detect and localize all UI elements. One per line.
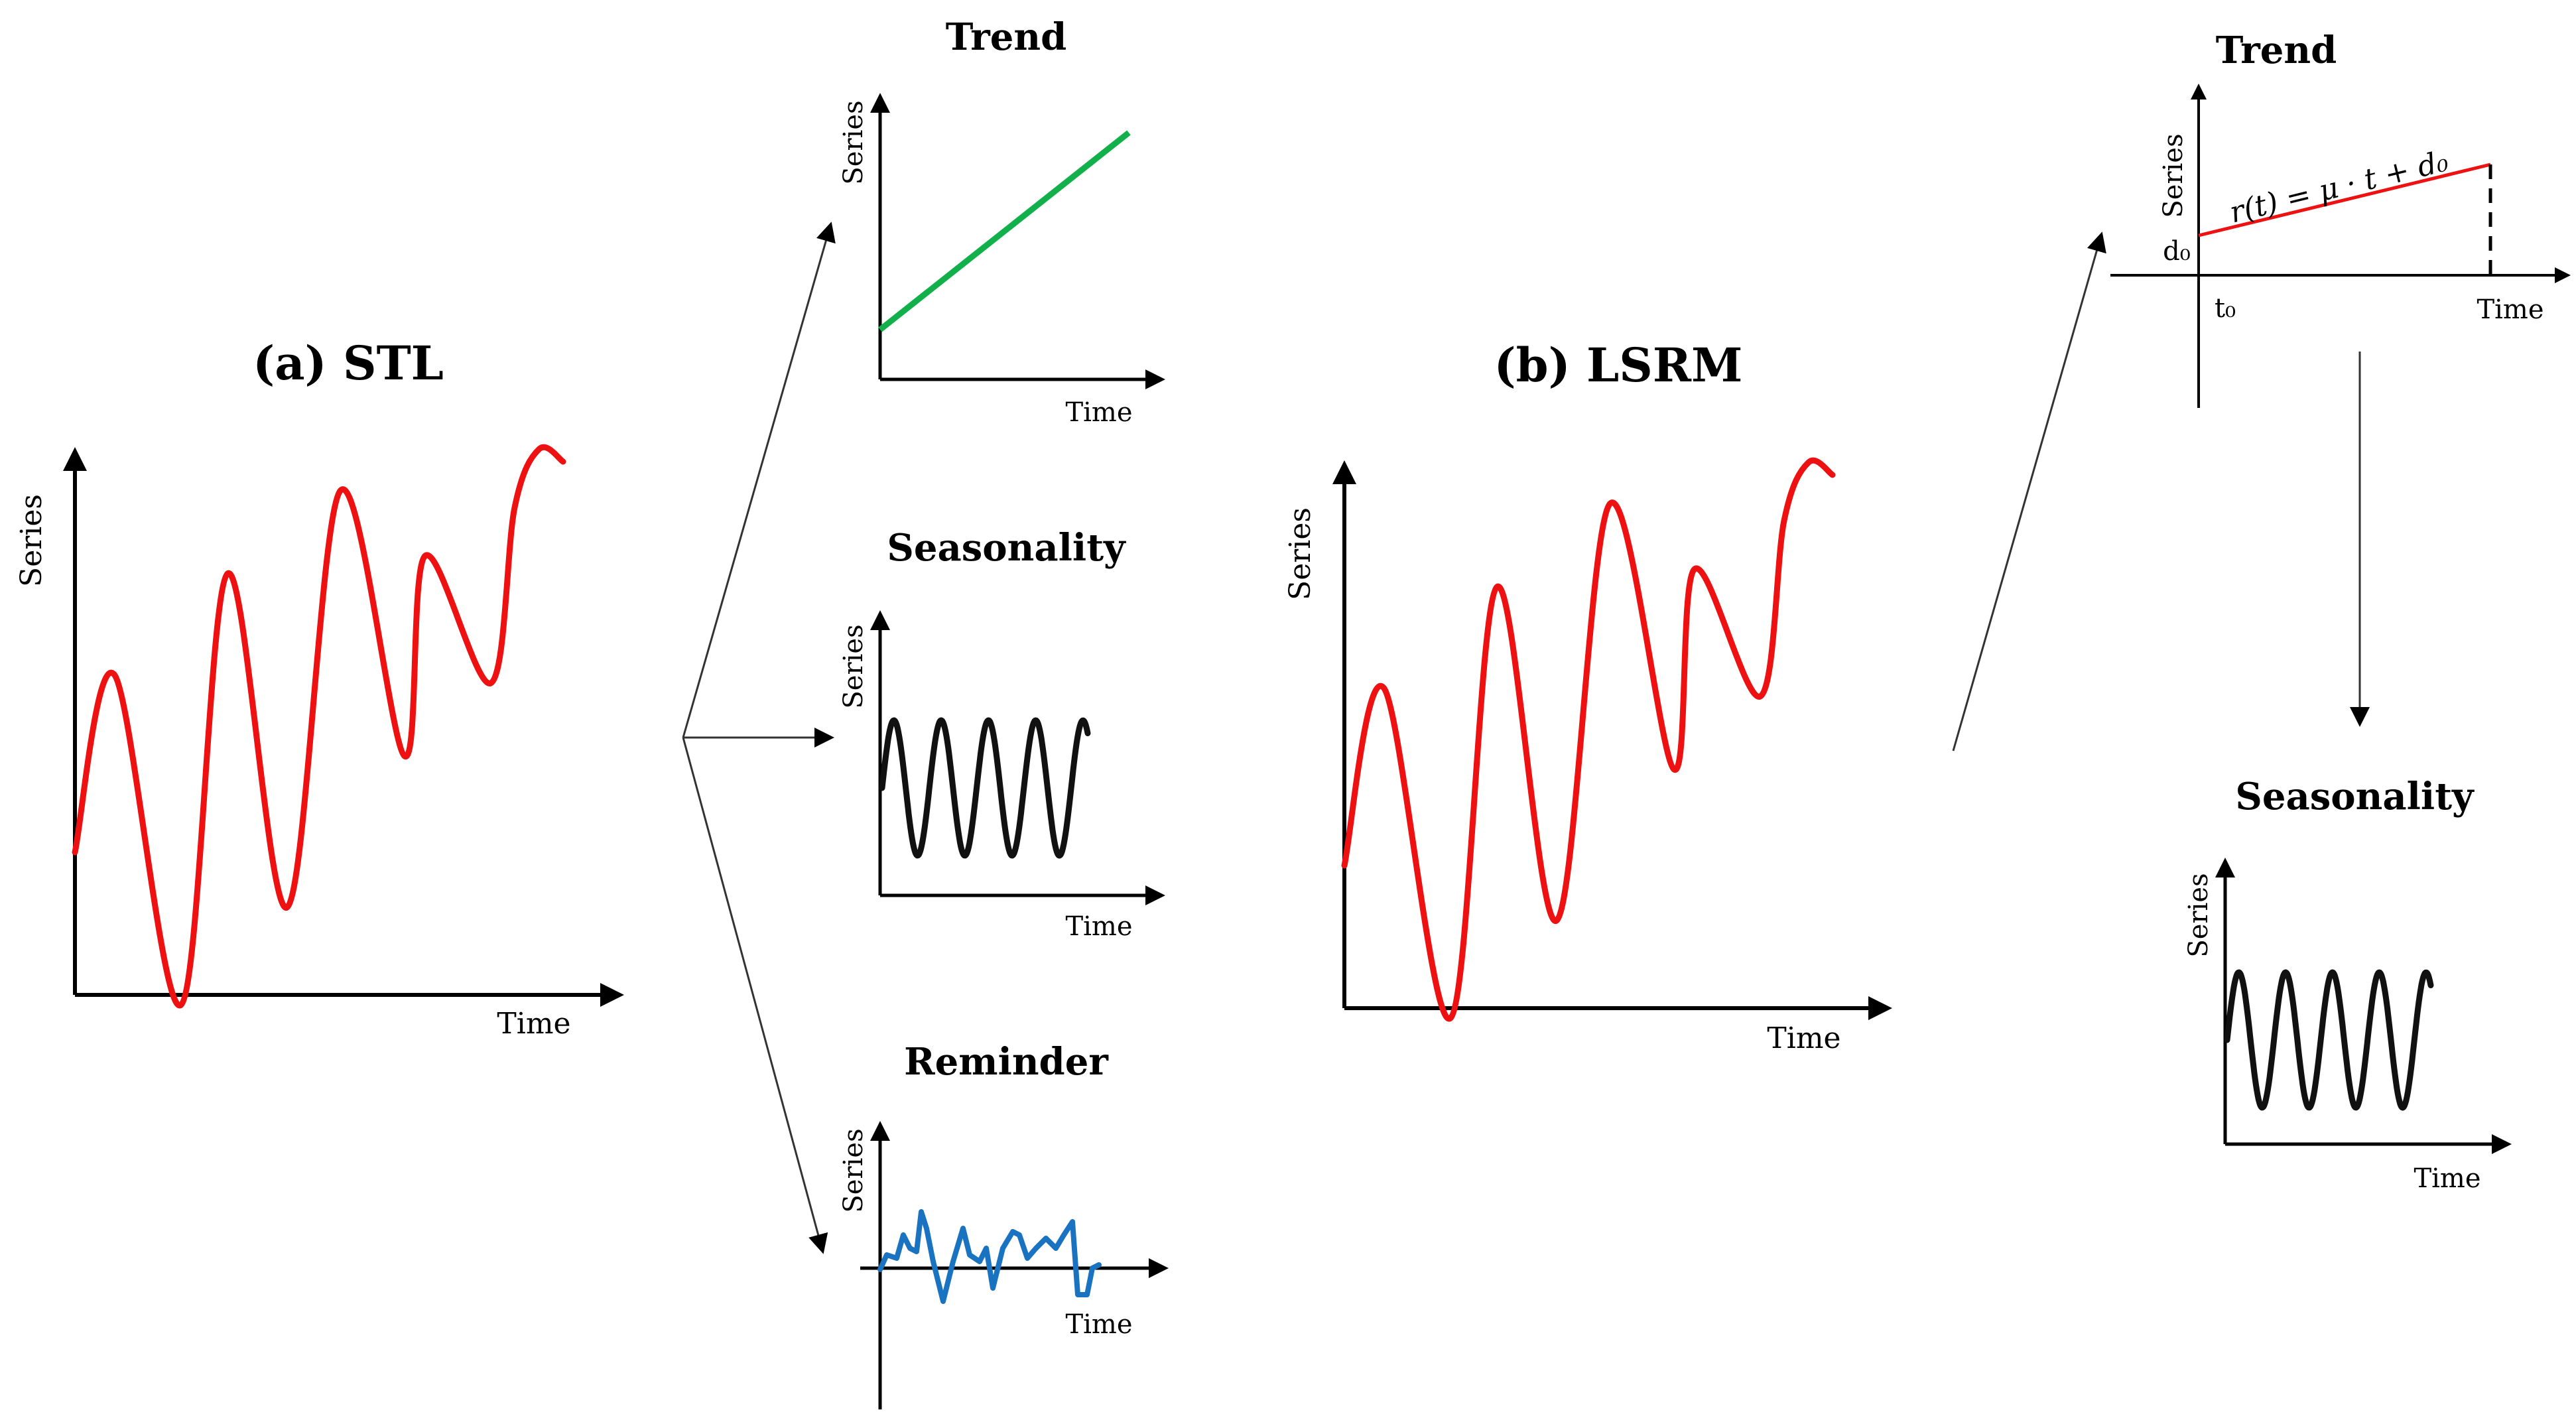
panel-a-seasonality-line (879, 717, 1091, 859)
panel-b-seasonality-xlabel: Time (2414, 1163, 2480, 1194)
panel-a-main-axes (63, 447, 624, 1007)
panel-a: (a) STL Series Time Trend Series Time Se… (15, 15, 1169, 1409)
panel-a-reminder-line (877, 1209, 1102, 1304)
panel-a-decomposition-arrows (682, 222, 836, 1254)
panel-b-seasonality-ylabel: Series (2183, 873, 2214, 957)
panel-a-trend-subplot: Trend Series Time (838, 15, 1165, 428)
arrow-to-reminder (682, 737, 828, 1254)
panel-a-seasonality-subplot: Seasonality Series Time (838, 526, 1165, 942)
arrow-to-trend (682, 222, 836, 738)
panel-b-title: (b) LSRM (1494, 338, 1743, 393)
panel-a-trend-ylabel: Series (838, 100, 869, 184)
panel-a-xlabel: Time (497, 1007, 570, 1041)
panel-b-main-axes (1332, 460, 1892, 1020)
panel-b-trend-origin-label: t₀ (2215, 293, 2236, 324)
panel-b-trend-xlabel: Time (2477, 294, 2544, 325)
panel-b-trend-line (2198, 162, 2491, 237)
panel-b-trend-ylabel: Series (2158, 133, 2189, 218)
panel-a-reminder-xlabel: Time (1065, 1309, 1132, 1340)
panel-a-main-series (72, 444, 566, 1009)
panel-a-reminder-subplot: Reminder Series Time (838, 1040, 1169, 1409)
panel-b-seasonality-line (2224, 969, 2434, 1111)
panel-b: (b) LSRM Series Time Trend Series Time d… (1283, 29, 2571, 1194)
panel-b-trend-equation: r(t) = μ · t + d₀ (2226, 144, 2452, 229)
panel-a-seasonality-title: Seasonality (887, 526, 1126, 570)
panel-b-trend-title: Trend (2216, 29, 2337, 72)
panel-a-seasonality-ylabel: Series (838, 624, 869, 708)
panel-a-seasonality-xlabel: Time (1065, 911, 1132, 942)
panel-b-xlabel: Time (1767, 1021, 1840, 1055)
panel-a-trend-xlabel: Time (1065, 397, 1132, 428)
panel-a-trend-line (878, 130, 1131, 332)
panel-b-trend-intercept-label: d₀ (2163, 236, 2191, 267)
panel-b-ylabel: Series (1283, 507, 1317, 600)
panel-b-seasonality-subplot: Seasonality Series Time (2183, 775, 2512, 1194)
panel-b-main-series (1341, 457, 1836, 1022)
panel-a-trend-title: Trend (946, 15, 1067, 59)
panel-a-ylabel: Series (15, 494, 48, 587)
panel-a-reminder-title: Reminder (904, 1040, 1109, 1084)
panel-b-seasonality-title: Seasonality (2235, 775, 2475, 818)
panel-a-reminder-ylabel: Series (838, 1128, 869, 1212)
panel-b-trend-subplot: Trend Series Time d₀ t₀ r(t) = μ · t + d… (2110, 29, 2571, 408)
panel-a-title: (a) STL (253, 336, 444, 391)
arrow-to-lsrm-trend (1952, 231, 2106, 751)
